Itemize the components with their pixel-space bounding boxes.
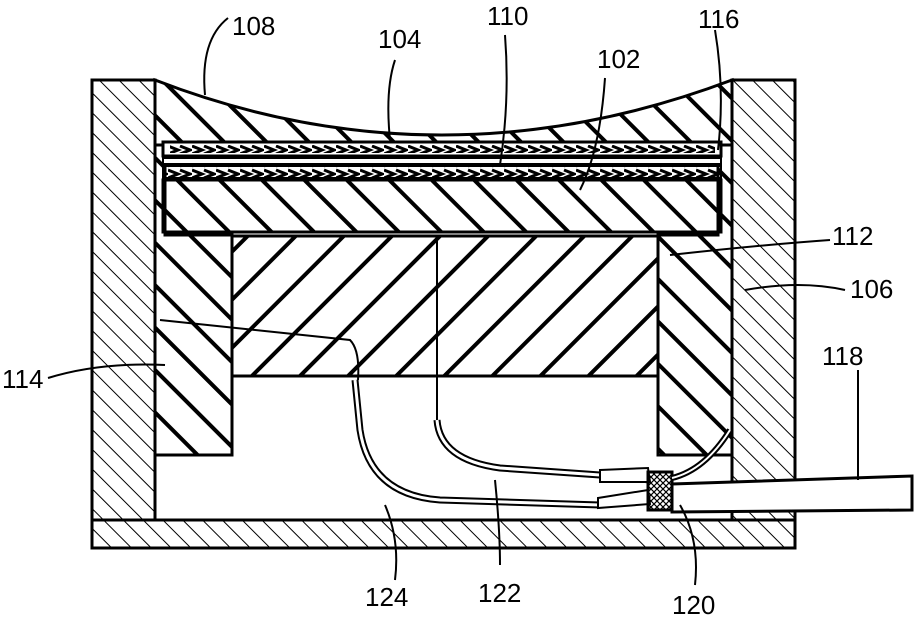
piezo-element-102 bbox=[163, 180, 721, 232]
label-114: 114 bbox=[2, 364, 43, 394]
electrode-layers-110 bbox=[163, 158, 721, 178]
label-116: 116 bbox=[698, 4, 739, 34]
label-124: 124 bbox=[365, 582, 408, 612]
label-106: 106 bbox=[850, 274, 893, 304]
label-118: 118 bbox=[822, 341, 863, 371]
label-102: 102 bbox=[597, 44, 640, 74]
potting-108-top bbox=[155, 80, 732, 145]
backing-block-112 bbox=[232, 236, 658, 376]
label-122: 122 bbox=[478, 578, 521, 608]
connector-120 bbox=[648, 472, 672, 510]
label-104: 104 bbox=[378, 24, 421, 54]
cable-124 bbox=[355, 380, 650, 505]
label-120: 120 bbox=[672, 590, 715, 619]
label-110: 110 bbox=[487, 1, 528, 31]
label-108: 108 bbox=[232, 11, 275, 41]
label-112: 112 bbox=[832, 221, 873, 251]
matching-layer-104 bbox=[163, 142, 721, 156]
cable-118 bbox=[672, 476, 912, 512]
